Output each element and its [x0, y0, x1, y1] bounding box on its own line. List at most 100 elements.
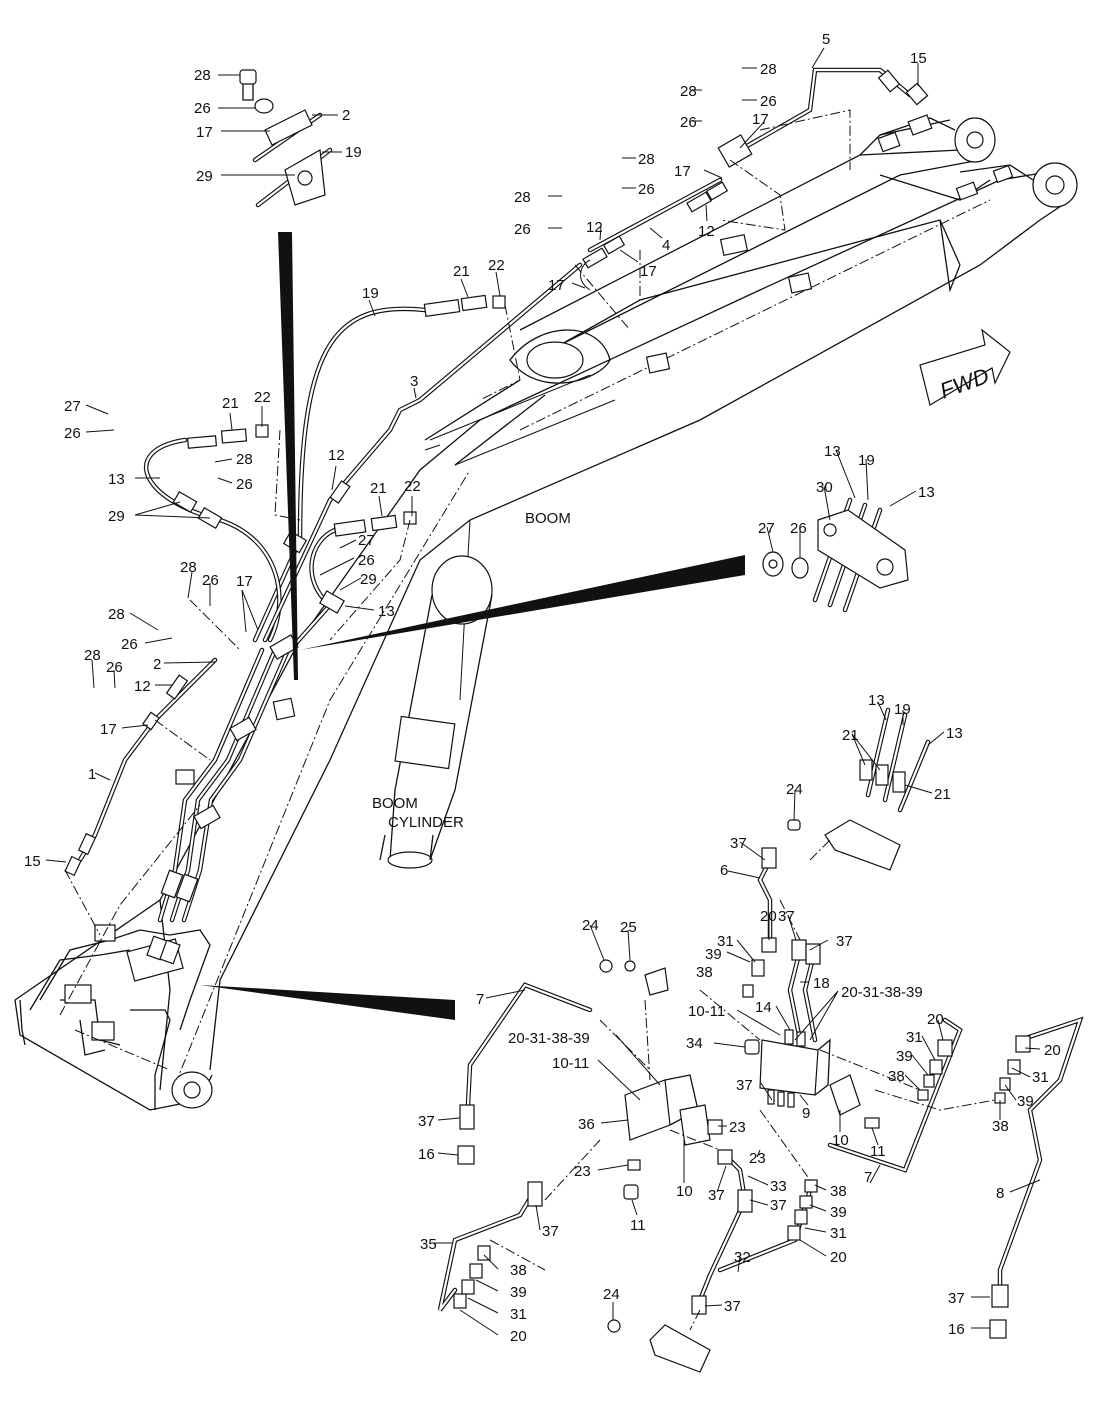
callout-21: 21 [222, 395, 239, 412]
callout-37: 37 [770, 1197, 787, 1214]
callout-7: 7 [864, 1169, 872, 1186]
callout-38: 38 [696, 964, 713, 981]
callout-33: 33 [770, 1178, 787, 1195]
callout-30: 30 [816, 479, 833, 496]
callout-19: 19 [362, 285, 379, 302]
callout-37: 37 [948, 1290, 965, 1307]
callout-13: 13 [868, 692, 885, 709]
callout-20: 20 [1044, 1042, 1061, 1059]
callout-13: 13 [918, 484, 935, 501]
callout-17: 17 [236, 573, 253, 590]
callout-26: 26 [194, 100, 211, 117]
callout-18: 18 [813, 975, 830, 992]
callout-15: 15 [24, 853, 41, 870]
callout-31: 31 [1032, 1069, 1049, 1086]
callout-22: 22 [488, 257, 505, 274]
callout-29: 29 [360, 571, 377, 588]
callout-12: 12 [328, 447, 345, 464]
callout-28: 28 [680, 83, 697, 100]
boom-label: BOOM [525, 510, 571, 527]
callout-14: 14 [755, 999, 772, 1016]
callout-23: 23 [729, 1119, 746, 1136]
callout-12: 12 [586, 219, 603, 236]
callout-28: 28 [194, 67, 211, 84]
callout-26: 26 [638, 181, 655, 198]
callout-37: 37 [778, 908, 795, 925]
callout-37: 37 [730, 835, 747, 852]
callout-31: 31 [510, 1306, 527, 1323]
callout-2: 2 [153, 656, 161, 673]
callout-25: 25 [620, 919, 637, 936]
callout-24: 24 [582, 917, 599, 934]
callout-31: 31 [830, 1225, 847, 1242]
callout-15: 15 [910, 50, 927, 67]
callout-28: 28 [760, 61, 777, 78]
inset-right-clamp [300, 497, 909, 650]
callout-26: 26 [121, 636, 138, 653]
callout-39: 39 [896, 1048, 913, 1065]
callout-34: 34 [686, 1035, 703, 1052]
callout-12: 12 [134, 678, 151, 695]
callout-23: 23 [574, 1163, 591, 1180]
callout-27: 27 [758, 520, 775, 537]
callout-28: 28 [236, 451, 253, 468]
callout-2: 2 [342, 107, 350, 124]
callout-37: 37 [836, 933, 853, 950]
callout-19: 19 [345, 144, 362, 161]
callout-1: 1 [88, 766, 96, 783]
callout-28: 28 [514, 189, 531, 206]
callout-6: 6 [720, 862, 728, 879]
callout-21: 21 [453, 263, 470, 280]
boom-cylinder [379, 555, 493, 869]
callout-21: 21 [370, 480, 387, 497]
callout-28: 28 [84, 647, 101, 664]
callout-7: 7 [476, 991, 484, 1008]
callout-28: 28 [180, 559, 197, 576]
callout-31: 31 [906, 1029, 923, 1046]
callout-labels: 28 26 2 17 19 29 5 15 28 28 26 26 17 28 … [24, 31, 1061, 1345]
callout-9: 9 [802, 1105, 810, 1122]
callout-21: 21 [934, 786, 951, 803]
callout-39: 39 [830, 1204, 847, 1221]
callout-17: 17 [100, 721, 117, 738]
callout-32: 32 [734, 1249, 751, 1266]
callout-10-11: 10-11 [552, 1055, 589, 1072]
callout-38: 38 [888, 1068, 905, 1085]
callout-29: 29 [196, 168, 213, 185]
boom-cylinder-label-line1: BOOM [372, 795, 418, 812]
callout-11: 11 [870, 1143, 886, 1160]
callout-24: 24 [786, 781, 803, 798]
leader-lines [45, 47, 1041, 1336]
callout-36: 36 [578, 1116, 595, 1133]
callout-11: 11 [630, 1217, 646, 1234]
callout-3: 3 [410, 373, 418, 390]
callout-20-31-38-39: 20-31-38-39 [508, 1030, 590, 1047]
callout-23: 23 [749, 1150, 766, 1167]
callout-13: 13 [946, 725, 963, 742]
callout-26: 26 [106, 659, 123, 676]
boom-cylinder-label-line2: CYLINDER [388, 814, 464, 831]
callout-19: 19 [858, 452, 875, 469]
callout-26: 26 [202, 572, 219, 589]
callout-16: 16 [948, 1321, 965, 1338]
callout-28: 28 [108, 606, 125, 623]
callout-24: 24 [603, 1286, 620, 1303]
callout-20: 20 [510, 1328, 527, 1345]
callout-22: 22 [404, 478, 421, 495]
callout-26: 26 [236, 476, 253, 493]
callout-4: 4 [662, 237, 670, 254]
callout-22: 22 [254, 389, 271, 406]
callout-10: 10 [676, 1183, 693, 1200]
callout-13: 13 [108, 471, 125, 488]
callout-39: 39 [705, 946, 722, 963]
callout-8: 8 [996, 1185, 1004, 1202]
callout-20: 20 [830, 1249, 847, 1266]
callout-13: 13 [824, 443, 841, 460]
callout-10-11: 10-11 [688, 1003, 725, 1020]
callout-13: 13 [378, 603, 395, 620]
callout-17: 17 [548, 277, 565, 294]
callout-26: 26 [790, 520, 807, 537]
callout-38: 38 [830, 1183, 847, 1200]
callout-26: 26 [358, 552, 375, 569]
